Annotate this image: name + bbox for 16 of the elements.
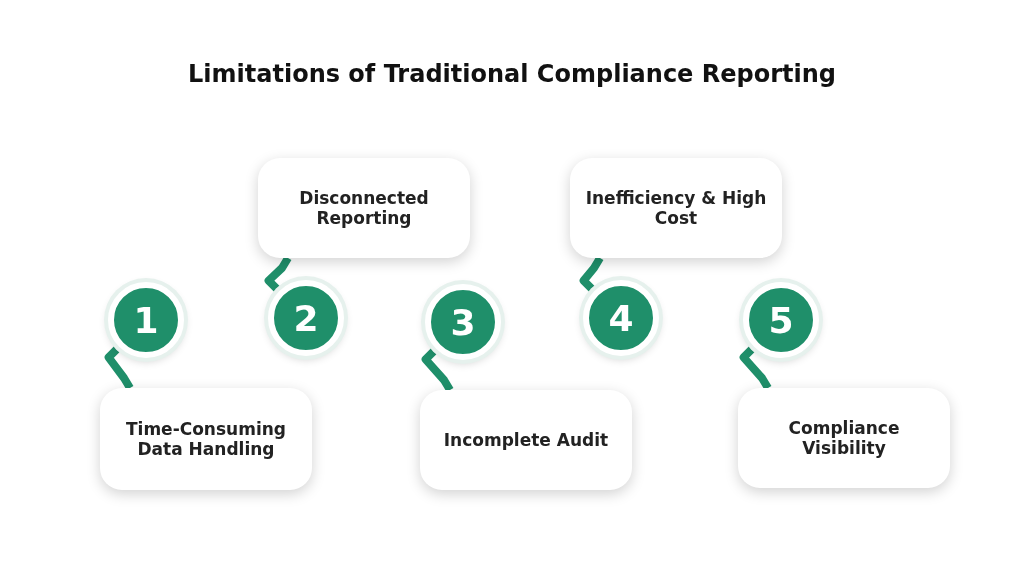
title: Limitations of Traditional Compliance Reporting <box>188 60 836 88</box>
number-circle: 4 <box>583 280 659 356</box>
text-card: Disconnected Reporting <box>258 158 470 258</box>
text-card: Incomplete Audit <box>420 390 632 490</box>
curved-connector <box>739 346 772 391</box>
number-circle: 1 <box>108 282 184 358</box>
curved-connector <box>264 255 292 292</box>
number-circle: 3 <box>425 284 501 360</box>
curved-connector <box>104 346 134 391</box>
text-card: Time-Consuming Data Handling <box>100 388 312 490</box>
curved-connector <box>579 255 604 292</box>
text-card: Inefficiency & High Cost <box>570 158 782 258</box>
curved-connector <box>421 348 454 393</box>
number-circle: 2 <box>268 280 344 356</box>
number-circle: 5 <box>743 282 819 358</box>
text-card: Compliance Visibility <box>738 388 950 488</box>
